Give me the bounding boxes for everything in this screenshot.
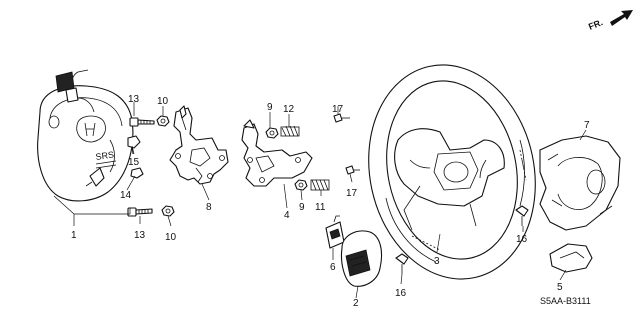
callout-numbers: 1 2 3 4 5 6 7 8 9 9 10 10 11 12 13 13 14…: [71, 94, 590, 309]
callout-7: 7: [584, 120, 590, 131]
screw-16-upper: [515, 205, 529, 226]
nut-9-upper: [265, 127, 279, 139]
front-direction-label: FR.: [587, 17, 604, 32]
callout-16-bottom: 16: [395, 288, 407, 299]
front-arrow-icon: [610, 10, 633, 26]
lower-cover: [539, 135, 621, 231]
callout-8: 8: [206, 202, 212, 213]
bolt-13-upper: [129, 117, 155, 127]
callout-10-upper: 10: [157, 96, 169, 107]
callout-10-lower: 10: [165, 232, 177, 243]
screw-17-lower: [345, 165, 360, 175]
callout-4: 4: [284, 210, 290, 221]
callout-1: 1: [71, 230, 77, 241]
front-direction-indicator: FR.: [587, 10, 633, 32]
callout-16-right: 16: [516, 234, 528, 245]
spring-12: [280, 125, 300, 137]
airbag-module: SRS: [37, 69, 134, 202]
small-cover: [549, 243, 593, 273]
spring-11: [310, 179, 330, 191]
callout-15: 15: [128, 157, 140, 168]
switch-assembly-2: [340, 230, 383, 287]
callout-17-lower: 17: [346, 188, 358, 199]
steering-wheel: [368, 64, 536, 280]
callout-5: 5: [557, 282, 563, 293]
screw-16-lower: [395, 253, 409, 274]
callout-9-upper: 9: [267, 102, 273, 113]
callout-14: 14: [120, 190, 132, 201]
screw-15: [127, 135, 141, 155]
callout-3: 3: [434, 256, 440, 267]
right-bracket: [241, 119, 313, 187]
screw-14: [130, 167, 144, 179]
nut-9-lower: [294, 179, 308, 191]
screw-17-upper: [333, 113, 350, 123]
airbag-srs-label: SRS: [95, 150, 115, 162]
switch-6: [325, 215, 345, 249]
nut-10-upper: [156, 115, 170, 127]
left-bracket: [169, 105, 229, 185]
callout-6: 6: [330, 262, 336, 273]
callout-13-upper: 13: [128, 94, 140, 105]
callout-13-lower: 13: [134, 230, 146, 241]
leader-lines: [53, 102, 587, 299]
callout-12: 12: [283, 104, 295, 115]
bolt-13-lower: [127, 207, 153, 217]
callout-2: 2: [353, 298, 359, 309]
callout-11: 11: [315, 202, 326, 213]
diagram-code: S5AA-B3111: [540, 296, 591, 306]
callout-9-lower: 9: [299, 202, 305, 213]
callout-17-upper: 17: [332, 104, 344, 115]
nut-10-lower: [161, 205, 175, 217]
